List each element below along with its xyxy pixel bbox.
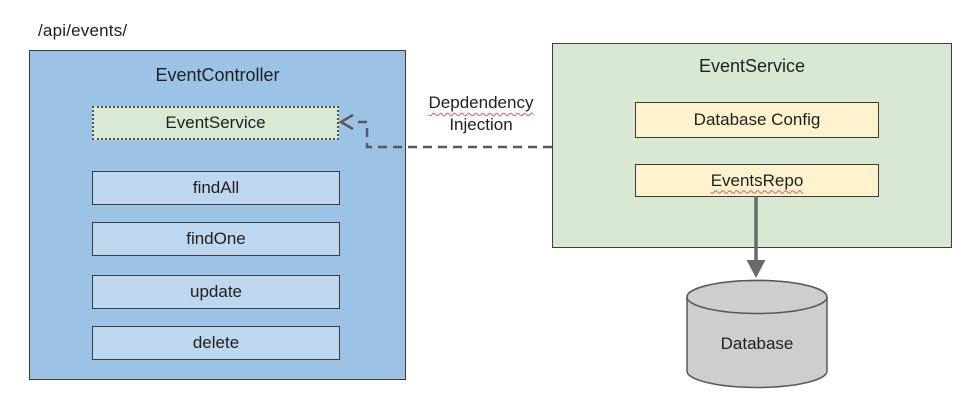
controller-title: EventController [155, 65, 280, 85]
controller-box: EventController EventService findAll fin… [29, 50, 406, 380]
dependency-injection-label-line1: Depdendency [428, 93, 534, 112]
database-config-label: Database Config [693, 110, 821, 129]
method-label: update [190, 282, 242, 301]
service-title: EventService [698, 56, 806, 76]
events-repo-label: EventsRepo [710, 170, 804, 190]
dependency-injection-label: Depdendency Injection [406, 92, 556, 136]
method-label: delete [192, 333, 240, 352]
service-box: EventService Database Config EventsRepo [552, 43, 952, 248]
injected-service-box: EventService [92, 106, 339, 140]
arrowhead-down-icon [746, 260, 766, 278]
method-label: findOne [186, 229, 246, 248]
method-box-findall: findAll [92, 171, 340, 205]
dependency-injection-label-line2: Injection [449, 115, 513, 134]
route-label: /api/events/ [38, 21, 128, 40]
method-box-findone: findOne [92, 222, 340, 256]
database-config-box: Database Config [635, 102, 879, 138]
injected-service-label: EventService [165, 113, 266, 132]
method-label: findAll [192, 178, 240, 197]
method-box-update: update [92, 275, 340, 309]
events-repo-box: EventsRepo [635, 164, 879, 197]
method-box-delete: delete [92, 326, 340, 360]
database-label: Database [720, 334, 794, 353]
